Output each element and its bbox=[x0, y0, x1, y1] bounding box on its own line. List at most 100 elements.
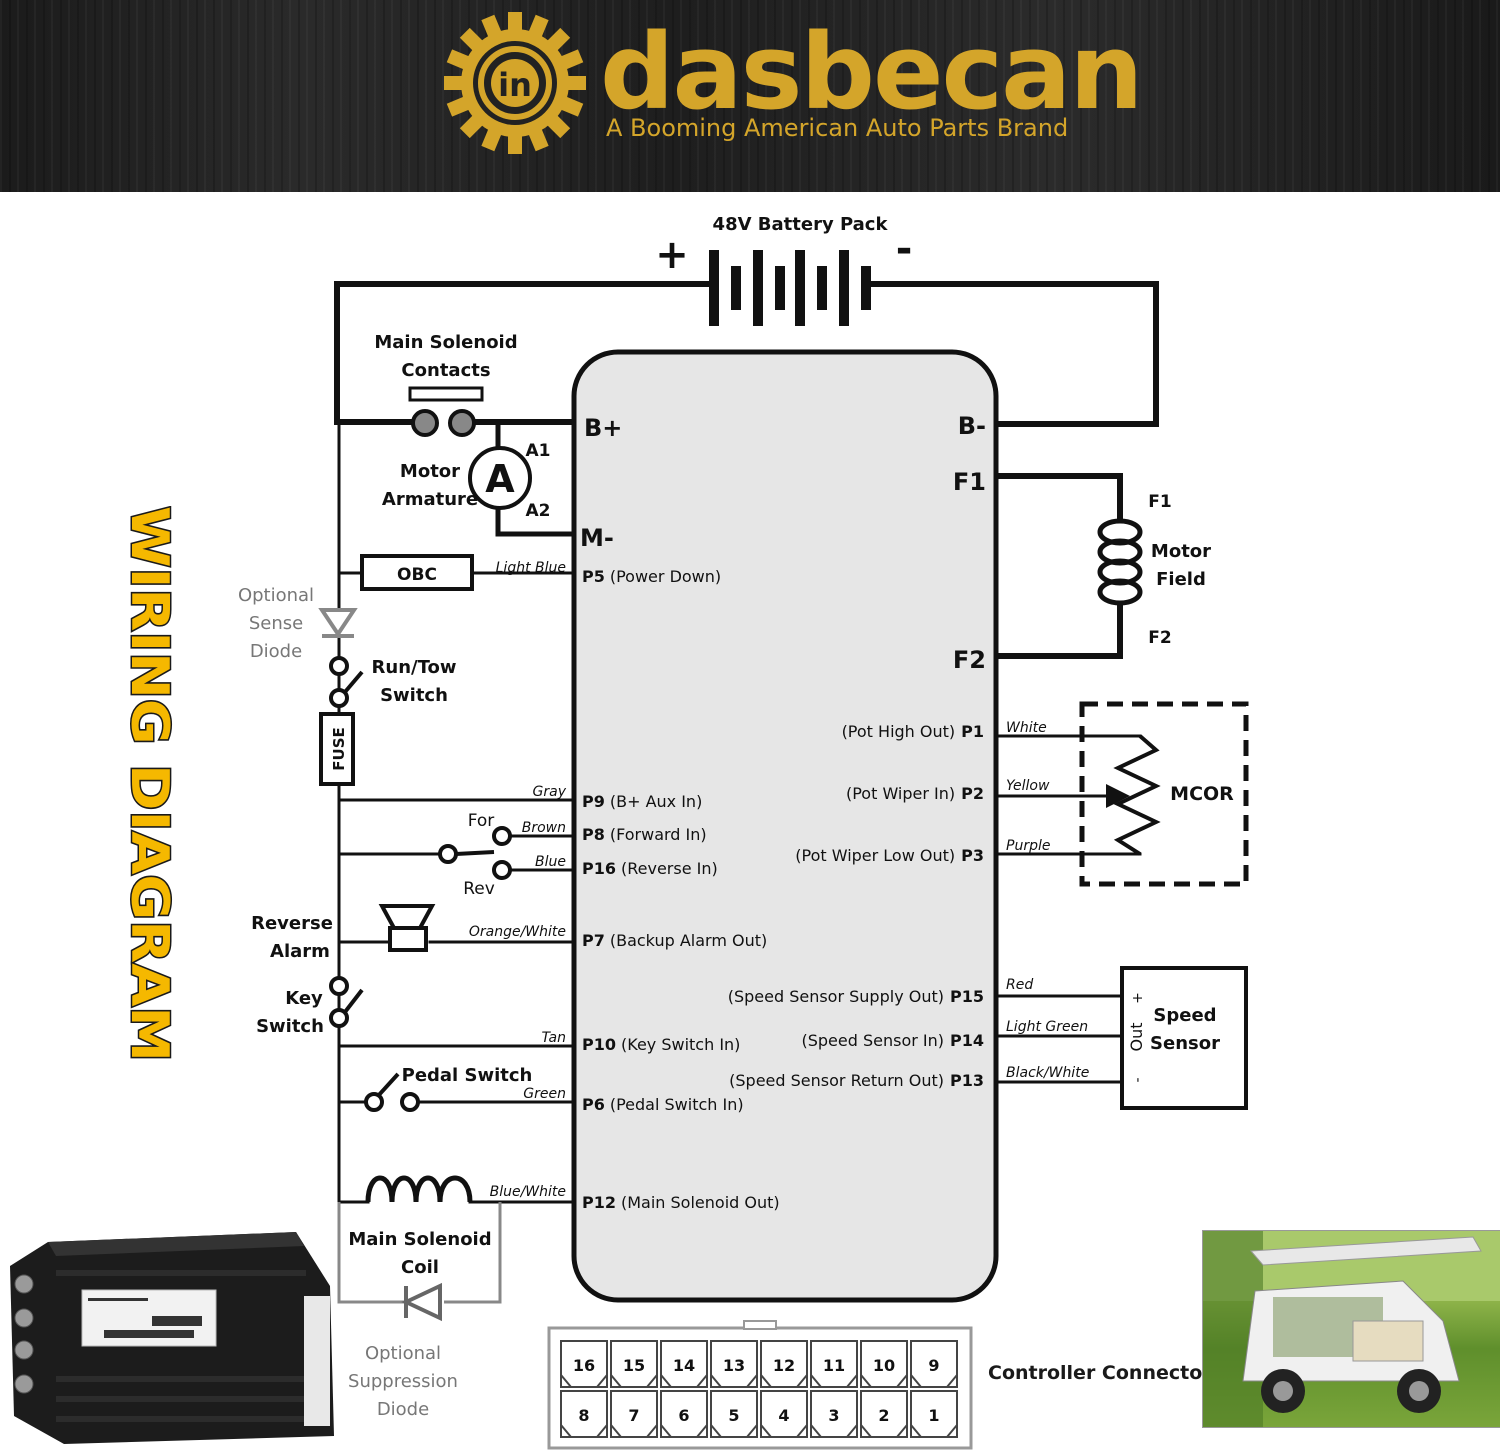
connector-pin-cell bbox=[810, 1340, 858, 1388]
wire-color-label: Blue/White bbox=[490, 1184, 566, 1200]
pin-number: P5 bbox=[582, 567, 605, 586]
wire-color-label: White bbox=[1006, 720, 1047, 736]
connector-pin-cell bbox=[760, 1340, 808, 1388]
pin-description: (Speed Sensor In) bbox=[801, 1031, 944, 1050]
wire-color-label: Tan bbox=[541, 1030, 566, 1046]
pin-number: P7 bbox=[582, 931, 605, 950]
connector-pin-key bbox=[760, 1374, 808, 1388]
run-tow-line2: Switch bbox=[380, 685, 448, 706]
pedal-switch-icon bbox=[364, 1072, 420, 1112]
speed-sensor-box bbox=[1120, 966, 1248, 1110]
gear-logo-icon: in bbox=[444, 12, 586, 154]
reverse-alarm-icon bbox=[378, 904, 436, 952]
connector-pin-cell bbox=[810, 1390, 858, 1438]
connector-pin-number: 6 bbox=[678, 1406, 689, 1425]
connector-pin-cell bbox=[660, 1340, 708, 1388]
run-tow-line1: Run/Tow bbox=[372, 657, 457, 678]
speed-sensor-line2: Sensor bbox=[1150, 1033, 1220, 1054]
armature-icon bbox=[468, 446, 532, 510]
terminal-f1: F1 bbox=[953, 468, 986, 496]
connector-pin-cell bbox=[610, 1390, 658, 1438]
connector-pin-key bbox=[860, 1424, 908, 1438]
left-pin-label: P16(Reverse In) bbox=[582, 859, 718, 878]
wire-color-label: Green bbox=[523, 1086, 566, 1102]
wire-color-label: Light Green bbox=[1006, 1019, 1088, 1035]
sense-diode-line2: Sense bbox=[249, 613, 303, 634]
wire-color-label: Light Blue bbox=[496, 560, 566, 576]
diagram-title: WIRING DIAGRAM bbox=[118, 506, 178, 1064]
solenoid-coil-icon bbox=[365, 1175, 473, 1203]
key-switch-line2: Switch bbox=[256, 1016, 324, 1037]
key-switch-icon bbox=[329, 976, 364, 1028]
wire-color-label: Blue bbox=[535, 854, 566, 870]
speed-sensor-line1: Speed bbox=[1153, 1005, 1216, 1026]
connector-pin-cell bbox=[560, 1390, 608, 1438]
mcor-resistor-icon bbox=[1113, 734, 1161, 856]
connector-pin-key bbox=[810, 1424, 858, 1438]
connector-pin-cell bbox=[660, 1390, 708, 1438]
connector-pin-number: 13 bbox=[723, 1356, 745, 1375]
connector-pin-cell bbox=[860, 1340, 908, 1388]
label-a2: A2 bbox=[526, 501, 551, 521]
controller-connector-label: Controller Connector bbox=[988, 1362, 1212, 1384]
golf-cart-illustration bbox=[1203, 1231, 1500, 1427]
pin-description: (Pot High Out) bbox=[842, 722, 956, 741]
pin-description: (Forward In) bbox=[610, 825, 707, 844]
speed-sensor-wires bbox=[996, 994, 1124, 1084]
mcor-wires bbox=[996, 734, 1142, 856]
pin-description: (Key Switch In) bbox=[621, 1035, 740, 1054]
key-switch-line1: Key bbox=[285, 988, 323, 1009]
connector-pin-key bbox=[810, 1374, 858, 1388]
field-f2-label: F2 bbox=[1148, 628, 1171, 648]
diagram-title-text: WIRING DIAGRAM bbox=[119, 506, 178, 1062]
suppression-diode-loop bbox=[337, 1202, 502, 1304]
pin-description: (Reverse In) bbox=[621, 859, 718, 878]
pin-number: P1 bbox=[961, 722, 984, 741]
right-pin-label: (Pot Wiper Low Out)P3 bbox=[795, 846, 984, 865]
main-solenoid-contacts-line1: Main Solenoid bbox=[374, 332, 517, 353]
controller-box bbox=[571, 349, 999, 1303]
connector-pin-cell bbox=[760, 1390, 808, 1438]
pin-description: (Pedal Switch In) bbox=[610, 1095, 744, 1114]
pin-number: P9 bbox=[582, 792, 605, 811]
wire-color-label: Purple bbox=[1006, 838, 1050, 854]
run-tow-switch-icon bbox=[329, 656, 364, 708]
solenoid-coil-line1: Main Solenoid bbox=[348, 1229, 491, 1250]
motor-field-coil-icon bbox=[1097, 518, 1143, 606]
obc-label: OBC bbox=[397, 565, 437, 585]
pin-number: P10 bbox=[582, 1035, 616, 1054]
pin-description: (B+ Aux In) bbox=[610, 792, 702, 811]
connector-pin-key bbox=[660, 1374, 708, 1388]
brand-name: dasbecan bbox=[600, 11, 1143, 133]
connector-pin-cell bbox=[860, 1390, 908, 1438]
terminal-b-minus: B- bbox=[958, 412, 986, 440]
battery-loop-wire bbox=[334, 281, 1159, 427]
battery-plus-wire bbox=[334, 281, 415, 425]
connector-pin-key bbox=[560, 1424, 608, 1438]
battery-icon bbox=[709, 250, 871, 326]
direction-switch-icon bbox=[438, 826, 512, 880]
connector-pin-key bbox=[710, 1424, 758, 1438]
pin-number: P14 bbox=[950, 1031, 984, 1050]
mcor-box bbox=[1079, 701, 1249, 887]
pin-description: (Pot Wiper In) bbox=[846, 784, 955, 803]
right-pin-label: (Pot High Out) P1 bbox=[842, 722, 984, 741]
pin-description: (Speed Sensor Return Out) bbox=[729, 1071, 944, 1090]
connector-pin-number: 15 bbox=[623, 1356, 645, 1375]
sense-diode-line3: Diode bbox=[250, 641, 302, 662]
connector-pin-cell bbox=[710, 1390, 758, 1438]
suppression-diode-line1: Optional bbox=[365, 1343, 441, 1364]
connector-pin-cell bbox=[910, 1340, 958, 1388]
sensor-plus: + bbox=[1130, 992, 1146, 1004]
sense-diode-icon bbox=[318, 608, 358, 638]
motor-field-line1: Motor bbox=[1151, 541, 1211, 562]
wire-color-label: Orange/White bbox=[469, 924, 566, 940]
wiring-diagram: 48V Battery Pack + - B+ B- F1 F2 M- Main… bbox=[238, 214, 1249, 1450]
label-a1: A1 bbox=[526, 441, 551, 461]
terminal-b-plus: B+ bbox=[584, 414, 622, 442]
fuse-box bbox=[319, 712, 355, 786]
left-pin-label: P9 (B+ Aux In) bbox=[582, 792, 702, 811]
pin-number: P13 bbox=[950, 1071, 984, 1090]
